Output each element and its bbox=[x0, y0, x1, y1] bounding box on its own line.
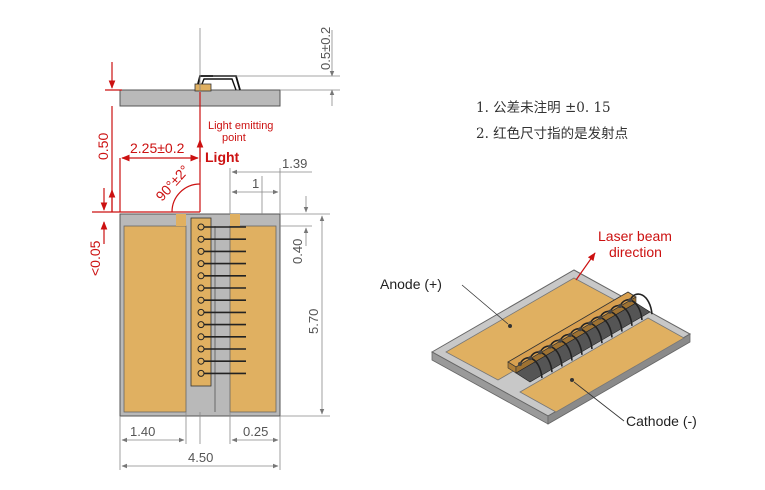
dim-450: 4.50 bbox=[188, 450, 213, 465]
bond-pad-iso bbox=[618, 304, 622, 308]
bond-pad-iso bbox=[558, 338, 562, 343]
bond-wire-iso bbox=[519, 357, 543, 379]
light-emitting-label-1: Light emitting bbox=[208, 120, 273, 132]
dim-025: 0.25 bbox=[243, 424, 268, 439]
note-2: 2. 红色尺寸指的是发射点 bbox=[476, 125, 628, 142]
laser-chip-top bbox=[190, 217, 212, 387]
top-view bbox=[119, 213, 281, 417]
note-1: 1. 公差未注明 ±0. 15 bbox=[476, 100, 611, 116]
cathode-pad-iso bbox=[519, 317, 685, 413]
bond-pad-iso bbox=[548, 344, 552, 349]
dim-570: 5.70 bbox=[306, 309, 321, 334]
anode-pad-top bbox=[123, 225, 187, 413]
bond-pad-iso bbox=[608, 309, 612, 314]
dim-lt005: <0.05 bbox=[87, 240, 103, 276]
bond-wire-iso bbox=[559, 333, 583, 355]
bond-pad-iso bbox=[598, 315, 602, 320]
light-emitting-label-2: point bbox=[222, 132, 246, 144]
dim-angle: 90°±2° bbox=[152, 162, 192, 204]
bond-pad-iso bbox=[578, 327, 582, 332]
bond-wire-iso bbox=[579, 322, 603, 344]
bond-wire-iso bbox=[539, 345, 563, 367]
dim-225: 2.25±0.2 bbox=[130, 140, 185, 156]
bond-wire-iso bbox=[619, 299, 643, 321]
bond-pad-iso bbox=[518, 362, 522, 366]
cathode-label: Cathode (-) bbox=[626, 413, 697, 429]
cathode-pad-top bbox=[229, 225, 277, 413]
anode-label: Anode (+) bbox=[380, 276, 442, 292]
bond-wire-iso bbox=[549, 339, 573, 361]
dim-040: 0.40 bbox=[290, 239, 305, 264]
laser-beam-label-1: Laser beam bbox=[598, 228, 672, 244]
bond-wire-iso bbox=[529, 351, 553, 373]
bond-pad-iso bbox=[538, 350, 542, 355]
bond-wire-iso bbox=[569, 328, 593, 350]
bond-wires-top bbox=[197, 223, 246, 377]
dim-side-height: 0.5±0.2 bbox=[318, 27, 333, 70]
laser-beam-label-2: direction bbox=[609, 244, 662, 260]
isometric-view bbox=[430, 269, 692, 425]
bond-pad-iso bbox=[528, 356, 532, 361]
bond-pad-iso bbox=[588, 321, 592, 326]
bond-wires-iso bbox=[518, 293, 653, 379]
bond-wire-iso bbox=[599, 310, 623, 332]
side-view: 0.5±0.2 bbox=[119, 27, 340, 107]
dim-1: 1 bbox=[252, 176, 259, 191]
bond-wire-iso bbox=[589, 316, 613, 338]
bond-pad-iso bbox=[568, 333, 572, 337]
bond-pad-iso bbox=[628, 298, 632, 303]
laser-beam-arrow bbox=[575, 252, 596, 281]
dim-050: 0.50 bbox=[95, 133, 111, 160]
light-label: Light bbox=[205, 149, 240, 165]
dim-139: 1.39 bbox=[282, 156, 307, 171]
bond-wire-iso bbox=[609, 304, 633, 326]
dim-140: 1.40 bbox=[130, 424, 155, 439]
bond-wire-iso bbox=[629, 293, 653, 315]
